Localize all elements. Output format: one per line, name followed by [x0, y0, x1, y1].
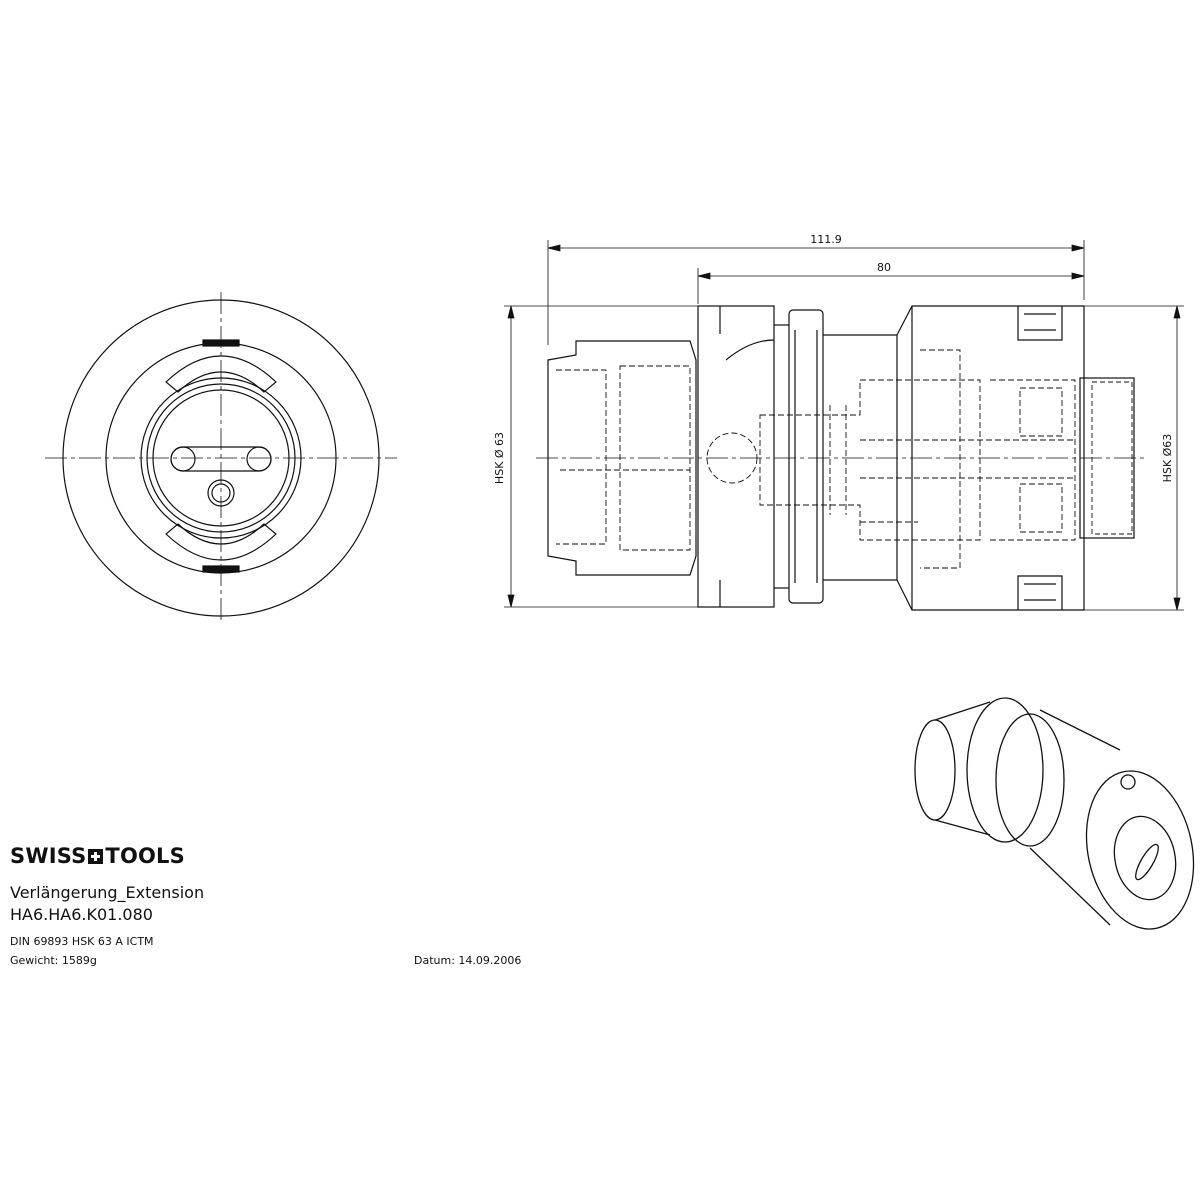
dim-shank-arrow-l: [697, 272, 711, 280]
side-view: [536, 305, 1146, 611]
isometric-view: [914, 697, 1195, 930]
swiss-cross-icon: [88, 848, 104, 864]
iso-body-bottom: [1029, 847, 1111, 926]
slot-end-right: [246, 446, 272, 472]
dim-overall-arrow-l: [547, 244, 561, 252]
left-shank-outline: [547, 340, 697, 576]
part-number: HA6.HA6.K01.080: [10, 905, 153, 924]
collar: [788, 309, 824, 604]
dim-overall-label: 111.9: [810, 233, 842, 246]
bottom-keyway: [165, 523, 277, 561]
top-keyway: [165, 355, 277, 393]
dim-right-dia-arrow-t: [1173, 305, 1181, 319]
dim-left-dia-arrow-t: [507, 305, 515, 319]
drawing-title: Verlängerung_Extension: [10, 883, 205, 902]
dim-shank-label: 80: [877, 261, 891, 274]
iso-hole: [1120, 774, 1136, 790]
flange-groove: [725, 339, 775, 361]
iso-face-inner: [1113, 815, 1177, 901]
date: Datum: 14.09.2006: [414, 954, 522, 967]
iso-face: [1085, 770, 1195, 930]
iso-slot: [1135, 843, 1159, 881]
slot-end-left: [170, 446, 196, 472]
brand-left: SWISS: [10, 844, 87, 868]
iso-shank-top: [934, 701, 991, 721]
front-view: [45, 292, 397, 622]
iso-shank-end: [914, 719, 956, 821]
iso-flange: [966, 697, 1044, 843]
dim-right-dia-arrow-b: [1173, 597, 1181, 611]
dim-shank-arrow-r: [1071, 272, 1085, 280]
standard-spec: DIN 69893 HSK 63 A ICTM: [10, 935, 154, 948]
iso-body-top: [1039, 709, 1121, 751]
weight: Gewicht: 1589g: [10, 954, 97, 967]
bottom-drive-key: [1017, 575, 1063, 610]
dimensions: [504, 240, 1184, 611]
iso-collar: [995, 713, 1065, 847]
dim-right-dia-label: HSK Ø63: [1161, 434, 1174, 483]
top-drive-key: [1017, 306, 1063, 341]
brand-logo: SWISS TOOLS: [10, 844, 185, 868]
brand-right: TOOLS: [105, 844, 185, 868]
iso-shank-bottom: [934, 819, 991, 836]
drawbar-dash: [759, 349, 1076, 569]
dim-left-dia-arrow-b: [507, 594, 515, 608]
dim-overall-arrow-r: [1071, 244, 1085, 252]
flange-body: [697, 305, 775, 608]
dim-left-dia-label: HSK Ø 63: [493, 432, 506, 484]
left-shank-dash: [556, 365, 691, 551]
